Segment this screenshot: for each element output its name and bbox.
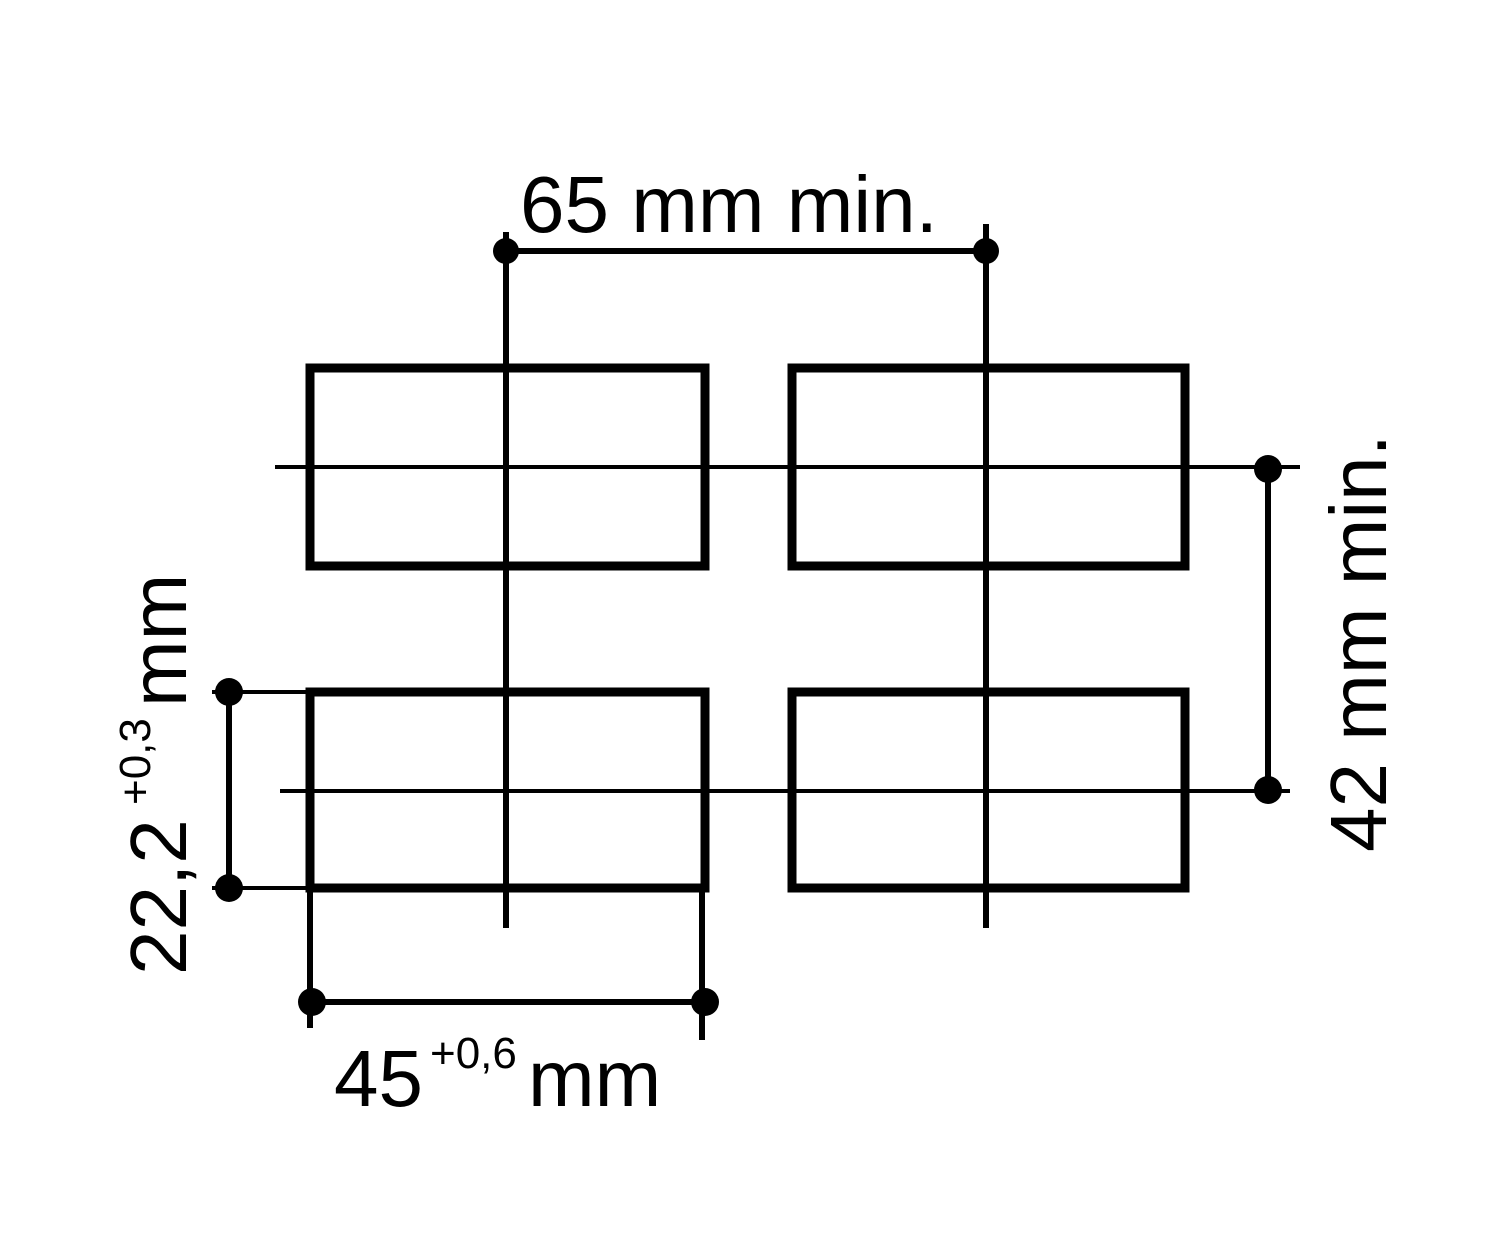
label-vertical-pitch: 42 mm min. (1314, 434, 1403, 852)
label-cutout-height: 22,2 +0,3 mm (111, 574, 203, 975)
dim-dot-width-left (298, 988, 326, 1016)
dim-dot-vertical-pitch-bottom (1254, 776, 1282, 804)
label-cutout-width-value: 45 (334, 1034, 423, 1123)
label-cutout-height-tolerance: +0,3 (111, 718, 160, 805)
label-cutout-width-unit: mm (528, 1034, 661, 1123)
label-cutout-height-unit: mm (114, 574, 203, 707)
dim-dot-horizontal-pitch-left (493, 238, 519, 264)
dim-dot-vertical-pitch-top (1254, 455, 1282, 483)
label-horizontal-pitch: 65 mm min. (520, 160, 938, 249)
dim-dot-height-bottom (215, 874, 243, 902)
drawing-ink: 65 mm min. 42 mm min. 22,2 +0,3 mm 45 +0… (111, 160, 1403, 1123)
label-cutout-width-tolerance: +0,6 (430, 1029, 517, 1078)
label-cutout-height-value: 22,2 (114, 819, 203, 975)
label-cutout-width: 45 +0,6 mm (334, 1029, 661, 1123)
dim-dot-height-top (215, 678, 243, 706)
dim-dot-horizontal-pitch-right (973, 238, 999, 264)
dim-dot-width-right (691, 988, 719, 1016)
